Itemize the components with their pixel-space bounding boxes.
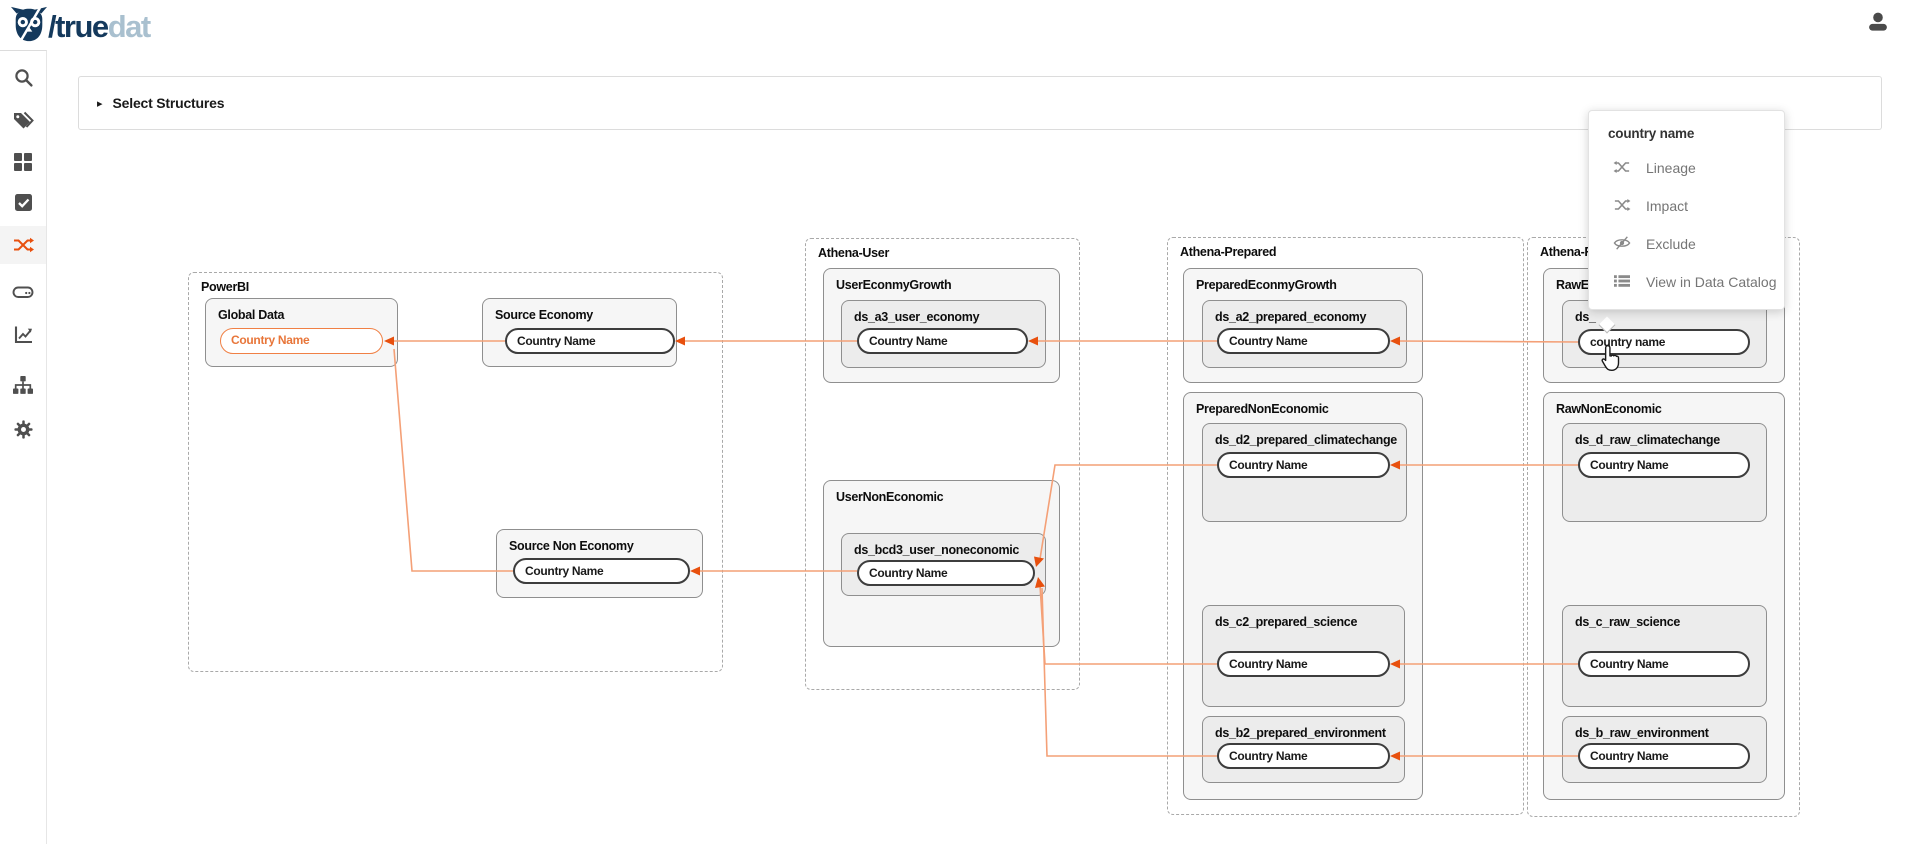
sidebar-item-tags[interactable]	[0, 101, 46, 139]
sidebar-item-lineage[interactable]	[0, 226, 46, 264]
field-pill[interactable]: Country Name	[1217, 651, 1390, 677]
schema-label: UserNonEconomic	[836, 490, 944, 504]
schema-label: UserEconmyGrowth	[836, 278, 952, 292]
field-pill[interactable]: Country Name	[1217, 328, 1390, 354]
sidebar-item-structures[interactable]	[0, 273, 46, 311]
table-label: ds_bcd3_user_noneconomic	[854, 543, 1020, 557]
sidebar-item-rules[interactable]	[0, 183, 46, 221]
tags-icon	[12, 110, 34, 130]
menu-item-label: View in Data Catalog	[1646, 274, 1777, 290]
table-label: ds_d_raw_climatechange	[1575, 433, 1720, 447]
field-pill-hovered[interactable]: country name	[1578, 329, 1750, 355]
group-label: Athena-User	[818, 246, 890, 260]
lineage-arrows-icon	[1613, 159, 1631, 178]
chart-icon	[13, 324, 34, 345]
table-label: ds_d2_prepared_climatechange	[1215, 433, 1397, 447]
table-label: ds_a3_user_economy	[854, 310, 980, 324]
context-menu-title: country name	[1608, 126, 1695, 141]
field-pill[interactable]: Country Name	[1217, 743, 1390, 769]
settings-gear-icon	[13, 419, 34, 440]
field-pill[interactable]: Country Name	[1578, 651, 1750, 677]
exclude-eye-off-icon	[1613, 235, 1631, 254]
schema-label: PreparedNonEconomic	[1196, 402, 1329, 416]
sidebar-item-dashboards[interactable]	[0, 315, 46, 353]
group-powerbi: PowerBI	[188, 272, 723, 672]
node-label: Source Non Economy	[509, 539, 634, 553]
user-icon[interactable]	[1866, 10, 1890, 34]
menu-item-lineage[interactable]: Lineage	[1589, 149, 1784, 187]
field-pill[interactable]: Country Name	[857, 328, 1028, 354]
top-bar: /truedat	[0, 0, 1906, 50]
table-label: ds_b_raw_environment	[1575, 726, 1709, 740]
field-pill[interactable]: Country Name	[1578, 452, 1750, 478]
context-menu: country name Lineage Impact Exclude View…	[1588, 110, 1785, 310]
sidebar-item-settings[interactable]	[0, 410, 46, 448]
group-label: Athena-Ra	[1540, 245, 1600, 259]
select-structures-label: Select Structures	[112, 95, 225, 111]
collapse-caret-icon: ▸	[97, 97, 103, 110]
field-pill[interactable]: Country Name	[513, 558, 690, 584]
sidebar-item-modules[interactable]	[0, 143, 46, 181]
table-label: ds_	[1575, 310, 1596, 324]
grid-icon	[13, 152, 33, 172]
field-pill[interactable]: Country Name	[1578, 743, 1750, 769]
menu-item-view-in-data-catalog[interactable]: View in Data Catalog	[1589, 263, 1784, 301]
structures-drive-icon	[12, 282, 34, 302]
rules-check-icon	[14, 193, 33, 212]
truedat-logo[interactable]: /truedat	[10, 4, 151, 49]
node-label: Global Data	[218, 308, 285, 322]
impact-arrows-icon	[1613, 197, 1631, 216]
sidebar	[0, 50, 47, 844]
field-pill[interactable]: Country Name	[505, 328, 675, 354]
table-label: ds_a2_prepared_economy	[1215, 310, 1367, 324]
menu-item-label: Impact	[1646, 198, 1689, 214]
data-catalog-list-icon	[1613, 273, 1631, 292]
search-icon	[13, 67, 34, 88]
menu-item-impact[interactable]: Impact	[1589, 187, 1784, 225]
menu-item-exclude[interactable]: Exclude	[1589, 225, 1784, 263]
schema-label: PreparedEconmyGrowth	[1196, 278, 1337, 292]
schema-label: RawEc	[1556, 278, 1596, 292]
table-label: ds_c_raw_science	[1575, 615, 1681, 629]
group-label: Athena-Prepared	[1180, 245, 1277, 259]
table-label: ds_c2_prepared_science	[1215, 615, 1358, 629]
menu-item-label: Exclude	[1646, 236, 1696, 252]
table-label: ds_b2_prepared_environment	[1215, 726, 1386, 740]
group-athena-user: Athena-User	[805, 238, 1080, 690]
schema-label: RawNonEconomic	[1556, 402, 1662, 416]
field-pill[interactable]: Country Name	[857, 560, 1035, 586]
select-structures-toggle[interactable]: ▸ Select Structures	[78, 76, 1882, 130]
group-label: PowerBI	[201, 280, 249, 294]
sidebar-item-taxonomy[interactable]	[0, 366, 46, 404]
node-label: Source Economy	[495, 308, 593, 322]
field-pill[interactable]: Country Name	[1217, 452, 1390, 478]
owl-icon	[10, 4, 48, 49]
menu-item-label: Lineage	[1646, 160, 1696, 176]
sidebar-item-search[interactable]	[0, 58, 46, 96]
brand-text: /truedat	[48, 8, 151, 44]
taxonomy-sitemap-icon	[12, 375, 34, 395]
lineage-shuffle-icon	[12, 235, 35, 255]
field-pill-highlighted[interactable]: Country Name	[220, 328, 383, 354]
